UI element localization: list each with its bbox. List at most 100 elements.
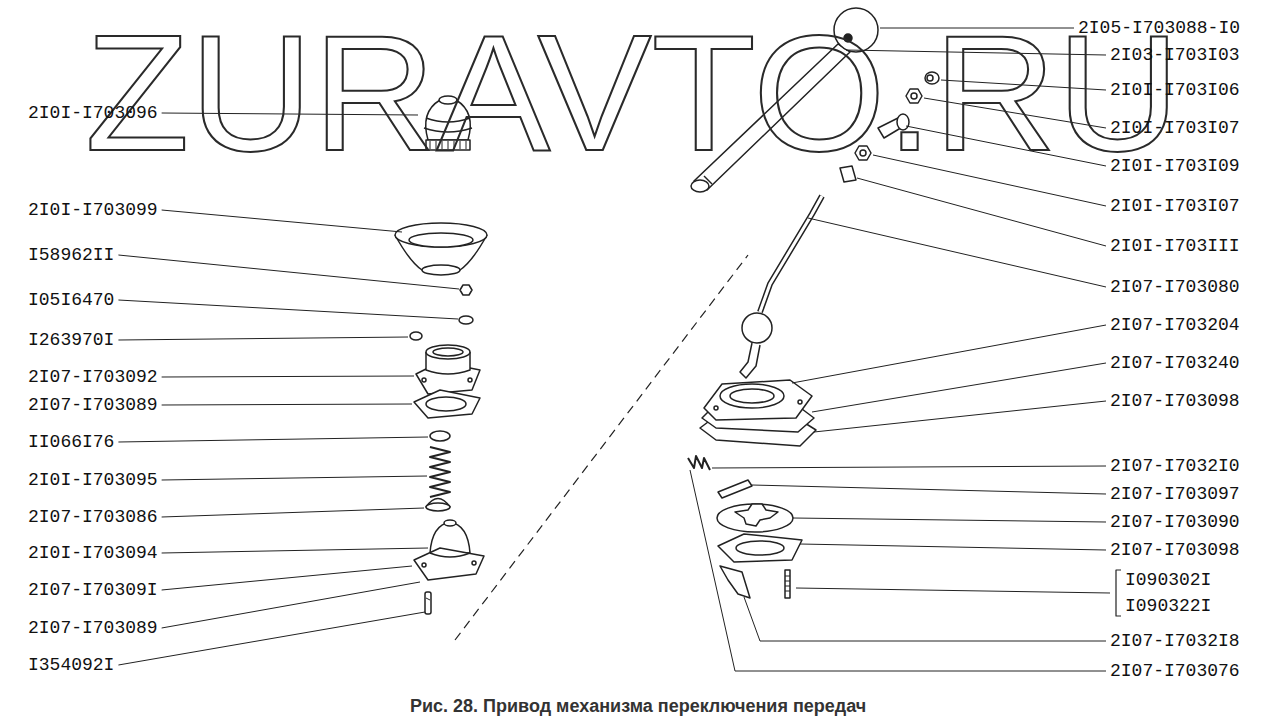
housing-edge — [430, 553, 470, 557]
part-number: 2I07-I703240 — [1110, 353, 1240, 373]
part-number: 2I0I-I703III — [1110, 236, 1240, 256]
part-number: 2I0I-I703096 — [28, 103, 158, 123]
leader-line — [800, 544, 1106, 550]
part-number: II066I76 — [28, 432, 114, 452]
hole — [422, 378, 426, 382]
leader-line — [118, 612, 425, 665]
part-number: 2I07-I7032I0 — [1110, 456, 1240, 476]
hole — [714, 406, 718, 410]
small-washer — [410, 332, 422, 340]
part-number: 2I07-I703090 — [1110, 512, 1240, 532]
pin — [718, 480, 752, 498]
nut — [460, 285, 472, 295]
leader-line — [162, 376, 414, 377]
part-number: 2I07-I70309I — [28, 580, 158, 600]
housing-ring — [720, 384, 784, 408]
cover-inner — [409, 233, 473, 247]
leader-line — [162, 508, 424, 517]
part-number: I58962II — [28, 245, 114, 265]
part-number: 2I0I-I703I07 — [1110, 118, 1240, 138]
part-number: 2I07-I703080 — [1110, 277, 1240, 297]
part-number: 2I07-I703089 — [28, 618, 158, 638]
leader-line — [712, 466, 1106, 468]
hole — [422, 563, 426, 567]
leader-line — [744, 597, 1106, 641]
part-number: 2I07-I703097 — [1110, 484, 1240, 504]
part-number: 2I07-I703089 — [28, 395, 158, 415]
lever — [760, 196, 822, 312]
leader-line — [118, 437, 428, 442]
part-number: 2I0I-I703I09 — [1110, 156, 1240, 176]
part-number: 2I0I-I703I06 — [1110, 80, 1240, 100]
leader-line — [796, 588, 1110, 593]
part-number: 2I03-I703I03 — [1110, 45, 1240, 65]
part-number: 2I07-I703098 — [1110, 540, 1240, 560]
hole — [472, 561, 476, 565]
housing-top — [444, 520, 456, 526]
part-number: 2I07-I703076 — [1110, 661, 1240, 681]
part-number: 2I0I-I703095 — [28, 470, 158, 490]
pin-mark — [426, 598, 430, 600]
figure-caption: Рис. 28. Привод механизма переключения п… — [410, 695, 866, 717]
part-number: I090322I — [1125, 596, 1211, 616]
leader-line — [162, 210, 402, 232]
hole — [468, 378, 472, 382]
part-number: 2I07-I703092 — [28, 367, 158, 387]
bolt — [785, 570, 790, 598]
flange-collar-top — [426, 345, 470, 359]
leader-line — [162, 548, 428, 553]
flange-collar-hole — [433, 348, 463, 356]
housing-hole — [730, 389, 774, 403]
gasket — [414, 390, 480, 418]
leader-line — [118, 255, 459, 289]
spring — [430, 447, 450, 497]
gasket-hole — [736, 541, 784, 555]
part-number: 2I07-I7032I8 — [1110, 631, 1240, 651]
cover-rim — [395, 223, 487, 247]
part-number: I05I6470 — [28, 290, 114, 310]
leader-line — [118, 337, 408, 340]
washer — [459, 316, 473, 324]
lever-ball — [742, 313, 772, 343]
gasket — [718, 534, 802, 562]
bracket — [720, 566, 750, 598]
disc-cutout — [735, 504, 778, 526]
leader-line — [162, 476, 427, 480]
leader-line — [118, 300, 458, 319]
washer — [430, 431, 450, 441]
plate — [414, 548, 484, 580]
leader-line — [793, 518, 1106, 522]
axis-line — [455, 255, 748, 640]
spring — [688, 456, 710, 470]
leader-line — [814, 401, 1106, 432]
part-number: 2I05-I703088-I0 — [1078, 18, 1240, 38]
leader-line — [690, 470, 1106, 671]
lever-fill — [760, 196, 822, 312]
part-number: 2I0I-I703094 — [28, 543, 158, 563]
pin — [425, 592, 431, 614]
part-number: 2I07-I703204 — [1110, 315, 1240, 335]
leader-line — [812, 363, 1106, 412]
lever-end — [691, 180, 709, 192]
part-number: 2I07-I703086 — [28, 507, 158, 527]
leader-line — [162, 566, 412, 590]
leader-line — [752, 485, 1106, 494]
leader-line — [808, 218, 1106, 287]
lever-ring — [704, 176, 712, 184]
bolt-thread — [785, 576, 790, 591]
part-number: I090302I — [1125, 570, 1211, 590]
part-number: 2I0I-I703099 — [28, 200, 158, 220]
part-number: I354092I — [28, 655, 114, 675]
leader-line — [857, 178, 1106, 246]
leader-line — [162, 404, 412, 405]
part-number: I263970I — [28, 330, 114, 350]
watermark: ZURAVTO.RU — [85, 11, 1180, 176]
cap-base — [426, 503, 450, 511]
hole — [798, 400, 802, 404]
leader-line — [792, 325, 1106, 383]
leader-line — [162, 582, 420, 628]
gasket-hole — [426, 397, 466, 411]
part-number: 2I0I-I703I07 — [1110, 196, 1240, 216]
cover-bottom — [422, 265, 460, 275]
lever-foot — [740, 343, 760, 378]
